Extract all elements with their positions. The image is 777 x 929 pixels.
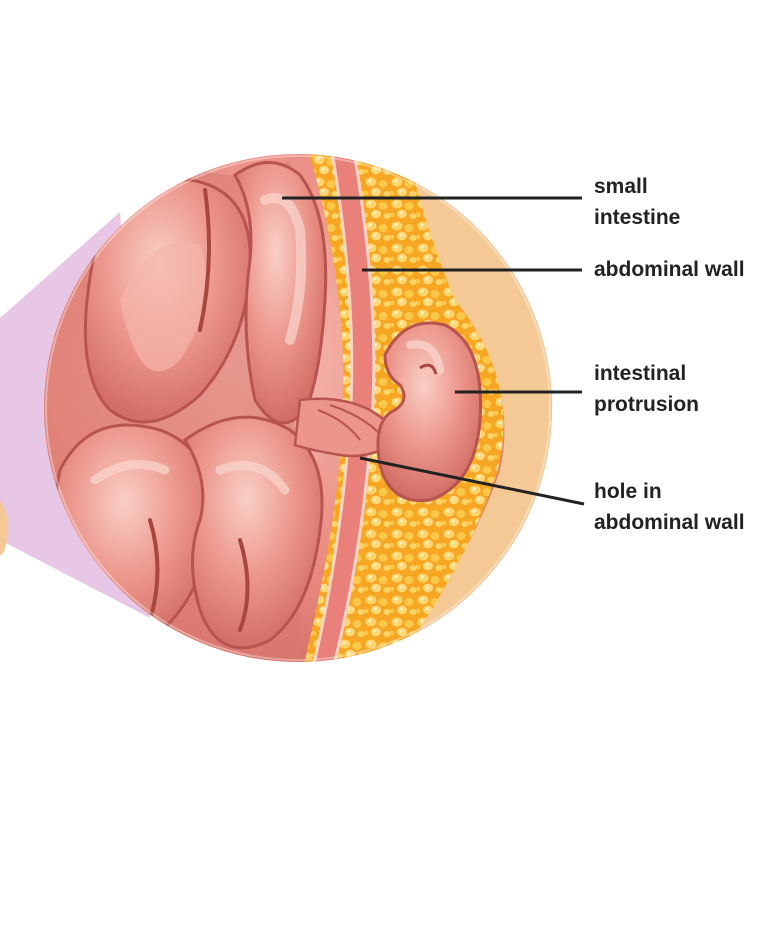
label-abdominal-wall: abdominal wall xyxy=(594,258,745,281)
intestine-loop xyxy=(182,415,324,650)
intestinal-protrusion-loop xyxy=(376,321,483,503)
label-intestinal-protrusion: intestinal protrusion xyxy=(594,362,699,416)
label-small-intestine: small intestine xyxy=(594,175,681,229)
magnified-view xyxy=(44,154,552,662)
label-hole-in-abdominal-wall: hole in abdominal wall xyxy=(594,480,745,534)
abdominal-wall-layer xyxy=(308,154,376,662)
leader-line-hole xyxy=(359,456,585,506)
body-edge xyxy=(0,500,9,556)
